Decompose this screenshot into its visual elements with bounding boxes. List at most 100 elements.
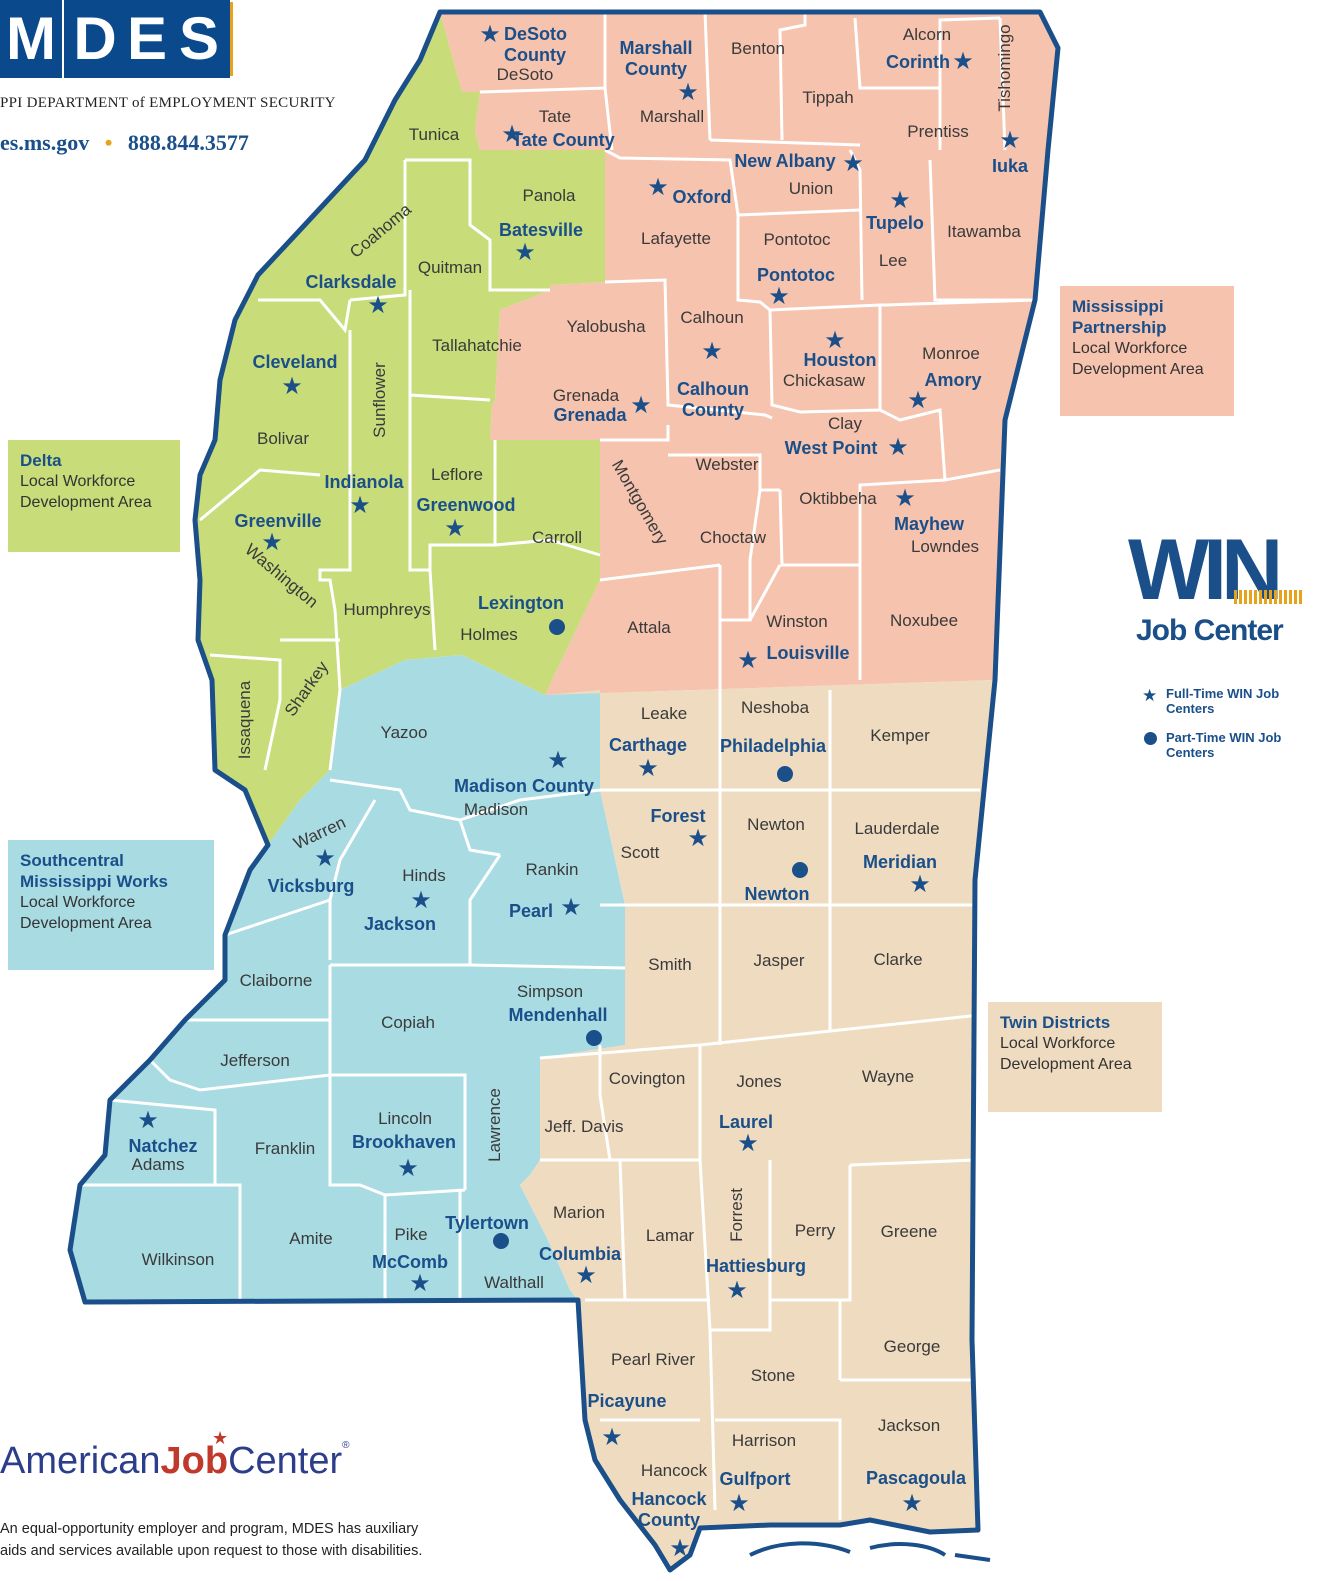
full-time-center-star-icon[interactable]: ★ [907,387,929,414]
part-time-center-dot-icon[interactable] [493,1233,509,1249]
job-center-label: Brookhaven [352,1132,456,1152]
county-label: Leake [641,704,687,723]
county-border [328,1075,466,1197]
job-center-label: Newton [745,884,810,904]
county-label: Winston [766,612,827,631]
county-label: Newton [747,815,805,834]
ajc-logo-part1: American [0,1440,161,1482]
full-time-center-star-icon[interactable]: ★ [409,1270,431,1297]
county-border [598,1045,700,1162]
win-logo-subtitle: Job Center [1136,614,1284,647]
county-border [778,12,807,141]
part-time-center-dot-icon[interactable] [586,1030,602,1046]
county-label: Scott [621,843,660,862]
job-center-label: Mayhew [894,514,965,534]
county-border [703,11,712,141]
full-time-center-star-icon[interactable]: ★ [728,1490,750,1517]
county-border [458,819,501,857]
county-label: Choctaw [700,528,767,547]
full-time-center-star-icon[interactable]: ★ [952,48,974,75]
job-center-label: Louisville [766,643,849,663]
county-label: Marshall [640,107,704,126]
full-time-center-star-icon[interactable]: ★ [444,515,466,542]
dot-icon [1144,732,1157,745]
job-center-label: Clarksdale [305,272,396,292]
part-time-center-dot-icon[interactable] [792,862,808,878]
full-time-center-star-icon[interactable]: ★ [479,21,501,48]
county-label: Webster [696,455,759,474]
full-time-center-star-icon[interactable]: ★ [314,845,336,872]
county-label: Union [789,179,833,198]
contact-line: es.ms.gov • 888.844.3577 [0,130,249,156]
job-center-label: Cleveland [252,352,337,372]
full-time-center-star-icon[interactable]: ★ [909,871,931,898]
full-time-center-star-icon[interactable]: ★ [637,755,659,782]
full-time-center-star-icon[interactable]: ★ [349,492,371,519]
footer-line-1: An equal-opportunity employer and progra… [0,1521,419,1537]
county-label: Pontotoc [763,230,831,249]
full-time-center-star-icon[interactable]: ★ [901,1490,923,1517]
county-label: Perry [795,1221,836,1240]
county-border [879,408,1001,482]
full-time-center-star-icon[interactable]: ★ [514,239,536,266]
website-link[interactable]: es.ms.gov [0,130,90,155]
full-time-center-star-icon[interactable]: ★ [281,373,303,400]
full-time-center-star-icon[interactable]: ★ [397,1155,419,1182]
ajc-logo-reg: ® [342,1440,350,1451]
full-time-center-star-icon[interactable]: ★ [768,283,790,310]
full-time-center-star-icon[interactable]: ★ [999,127,1021,154]
full-time-center-star-icon[interactable]: ★ [367,292,389,319]
full-time-center-star-icon[interactable]: ★ [669,1535,691,1562]
full-time-center-star-icon[interactable]: ★ [410,887,432,914]
full-time-center-star-icon[interactable]: ★ [137,1107,159,1134]
region-area-southcentral [70,655,625,1302]
county-label: Greene [881,1222,938,1241]
full-time-center-star-icon[interactable]: ★ [887,434,909,461]
region-legend-mississippi-partnership: Mississippi Partnership Local Workforce … [1060,286,1234,416]
job-center-label: Pontotoc [757,265,835,285]
full-time-center-star-icon[interactable]: ★ [737,647,759,674]
full-time-center-star-icon[interactable]: ★ [889,187,911,214]
full-time-center-star-icon[interactable]: ★ [575,1262,597,1289]
full-time-center-star-icon[interactable]: ★ [261,529,283,556]
logo-accent-bar [230,2,233,76]
county-border [258,298,352,334]
full-time-center-star-icon[interactable]: ★ [687,825,709,852]
job-center-label: West Point [785,438,878,458]
full-time-center-star-icon[interactable]: ★ [701,338,723,365]
county-label: Harrison [732,1431,796,1450]
full-time-center-star-icon[interactable]: ★ [726,1277,748,1304]
logo-letter-s: S [168,0,230,78]
full-time-center-star-icon[interactable]: ★ [647,174,669,201]
part-time-center-dot-icon[interactable] [777,766,793,782]
full-time-center-star-icon[interactable]: ★ [737,1130,759,1157]
county-label: Tate [539,107,571,126]
full-time-center-star-icon[interactable]: ★ [842,150,864,177]
full-time-center-star-icon[interactable]: ★ [501,121,523,148]
county-label: Kemper [870,726,930,745]
region-name: Southcentral Mississippi Works [20,851,169,891]
full-time-center-star-icon[interactable]: ★ [677,79,699,106]
gulf-island [869,1542,947,1557]
full-time-center-star-icon[interactable]: ★ [824,327,846,354]
county-label: Stone [751,1366,795,1385]
region-fills [70,12,1058,1570]
full-time-center-star-icon[interactable]: ★ [894,485,916,512]
part-time-center-dot-icon[interactable] [549,619,565,635]
county-border [599,563,721,582]
full-time-center-star-icon[interactable]: ★ [601,1424,623,1451]
full-time-center-star-icon[interactable]: ★ [630,392,652,419]
job-center-label: Natchez [128,1136,197,1156]
job-center-label: Forest [650,806,705,826]
legend-full-time-label: Full-Time WIN Job Centers [1166,686,1280,716]
full-time-center-star-icon[interactable]: ★ [547,747,569,774]
county-label: Jeff. Davis [544,1117,623,1136]
job-center-label: Gulfport [720,1469,791,1489]
full-time-center-star-icon[interactable]: ★ [560,894,582,921]
county-border [768,305,882,414]
county-border [428,440,497,651]
county-border [408,290,430,572]
county-label: Pearl River [611,1350,695,1369]
